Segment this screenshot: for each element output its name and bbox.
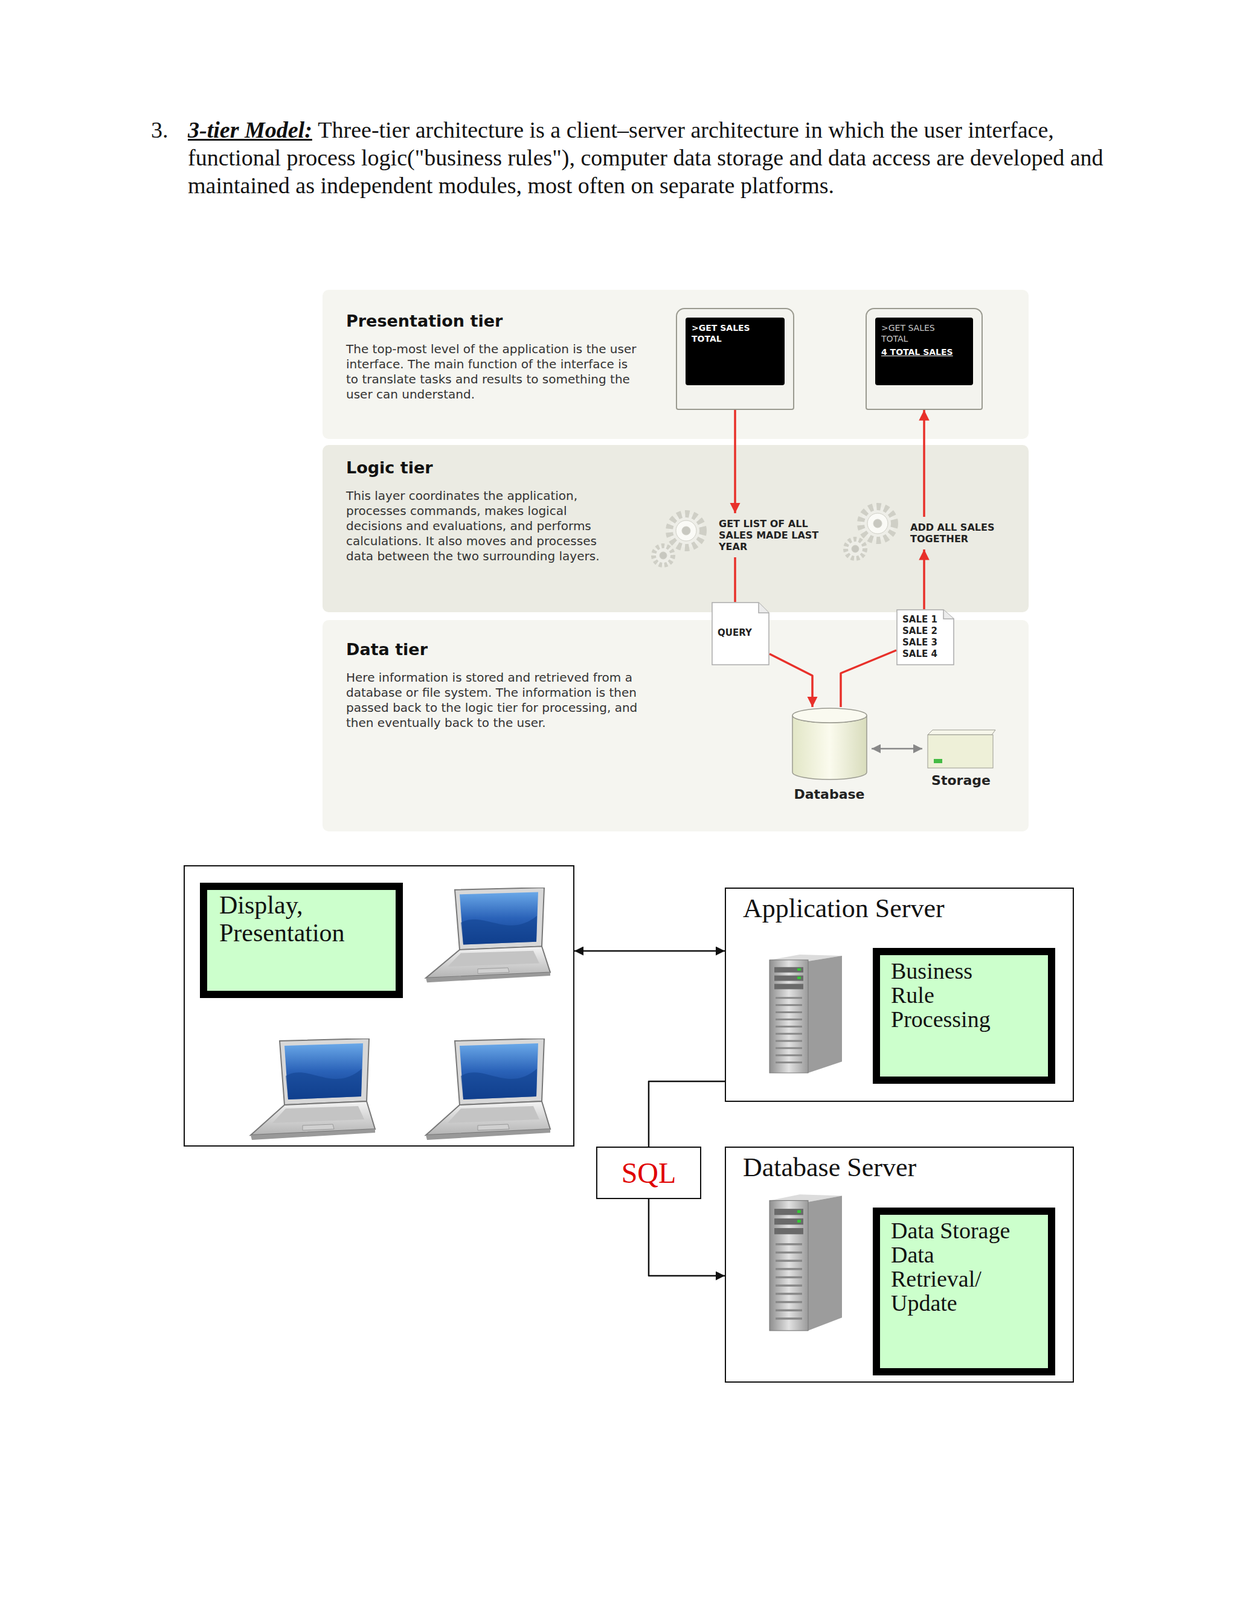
server-icon xyxy=(769,954,842,1074)
document-fold xyxy=(943,610,954,620)
document-text: QUERY xyxy=(717,627,760,640)
server-icon xyxy=(769,1194,842,1332)
screen-text: >GET SALES TOTAL xyxy=(881,322,948,345)
body-text: Three-tier architecture is a client–serv… xyxy=(187,117,1104,199)
heading-paragraph: 3-tier Model:Three-tier architecture is … xyxy=(187,115,1109,200)
display-box: Display, Presentation xyxy=(199,883,403,999)
connector-line xyxy=(648,1199,725,1277)
connector-line xyxy=(733,557,737,603)
step-text-block: GET LIST OF ALL SALES MADE LAST YEAR xyxy=(718,513,825,558)
gear-icon xyxy=(653,514,704,566)
connector-line xyxy=(733,410,737,514)
band-fill xyxy=(322,445,1029,613)
box-text: Data Retrieval/ Update xyxy=(890,1243,1012,1316)
server-box: Database ServerData StorageData Retrieva… xyxy=(724,1147,1074,1384)
connector-line xyxy=(574,950,725,953)
cylinder-body xyxy=(792,715,867,780)
storage-unit xyxy=(925,729,997,770)
document-node: QUERY xyxy=(711,602,770,666)
step-text-block: ADD ALL SALES TOGETHER xyxy=(910,517,1025,550)
terminal-screen: >GET SALES TOTAL4 TOTAL SALES xyxy=(865,308,983,411)
server-title: Database Server xyxy=(726,1148,1073,1184)
document-text: SALE 1 SALE 2 SALE 3 SALE 4 xyxy=(902,614,945,661)
tier-description: Here information is stored and retrieved… xyxy=(346,670,643,731)
storage-node: Storage xyxy=(922,729,1000,789)
box-text: Data Storage xyxy=(890,1218,1038,1244)
step-text: ADD ALL SALES TOGETHER xyxy=(910,521,1025,545)
laptop-icon xyxy=(425,887,551,983)
connector-line xyxy=(871,748,923,751)
tier-band: Data tierHere information is stored and … xyxy=(322,620,1029,832)
terminal-screen: >GET SALES TOTAL xyxy=(675,308,795,411)
section-number: 3. xyxy=(151,115,169,144)
tier-band: Logic tierThis layer coordinates the app… xyxy=(322,445,1029,613)
database-cylinder xyxy=(791,707,868,781)
connector-line xyxy=(922,410,926,518)
screen-display: >GET SALES TOTAL xyxy=(685,317,785,386)
screen-text: 4 TOTAL SALES xyxy=(881,346,948,358)
connector-line xyxy=(840,650,897,708)
storage-top xyxy=(927,730,996,736)
document-outline xyxy=(712,602,769,666)
component-label: Database xyxy=(787,787,872,803)
tier-band: Presentation tierThe top-most level of t… xyxy=(322,289,1029,440)
client-group-box: Display, Presentation xyxy=(183,865,575,1148)
sql-box: SQL xyxy=(596,1147,702,1200)
screen-text: >GET SALES TOTAL xyxy=(691,322,759,345)
storage-front xyxy=(927,735,993,769)
storage-led xyxy=(933,759,943,764)
section-title: 3-tier Model: xyxy=(187,117,313,143)
document-node: SALE 1 SALE 2 SALE 3 SALE 4 xyxy=(896,609,955,666)
database-node: Database xyxy=(787,707,872,803)
server-title: Application Server xyxy=(726,889,1073,925)
rule-box: Business Rule Processing xyxy=(872,948,1056,1085)
data-box: Data StorageData Retrieval/ Update xyxy=(872,1208,1056,1376)
connector-line xyxy=(648,1081,725,1148)
component-label: Storage xyxy=(922,773,1000,789)
connector-line xyxy=(922,549,926,610)
server-box: Application ServerBusiness Rule Processi… xyxy=(724,887,1074,1103)
band-fill xyxy=(322,289,1029,440)
box-text: Display, Presentation xyxy=(219,891,384,948)
laptop-icon xyxy=(425,1038,551,1141)
tier-heading: Logic tier xyxy=(346,458,1029,478)
box-text: Business Rule Processing xyxy=(890,959,1012,1032)
document-fold xyxy=(758,602,769,614)
connector-line xyxy=(769,654,813,708)
tier-description: This layer coordinates the application, … xyxy=(346,488,600,565)
screen-display: >GET SALES TOTAL4 TOTAL SALES xyxy=(875,317,974,386)
gear-icon xyxy=(845,506,895,559)
tier-description: The top-most level of the application is… xyxy=(346,341,643,403)
document-outline xyxy=(896,610,954,666)
sql-label: SQL xyxy=(597,1156,701,1191)
laptop-icon xyxy=(250,1038,376,1141)
step-text: GET LIST OF ALL SALES MADE LAST YEAR xyxy=(718,518,825,553)
cylinder-top xyxy=(792,708,867,723)
